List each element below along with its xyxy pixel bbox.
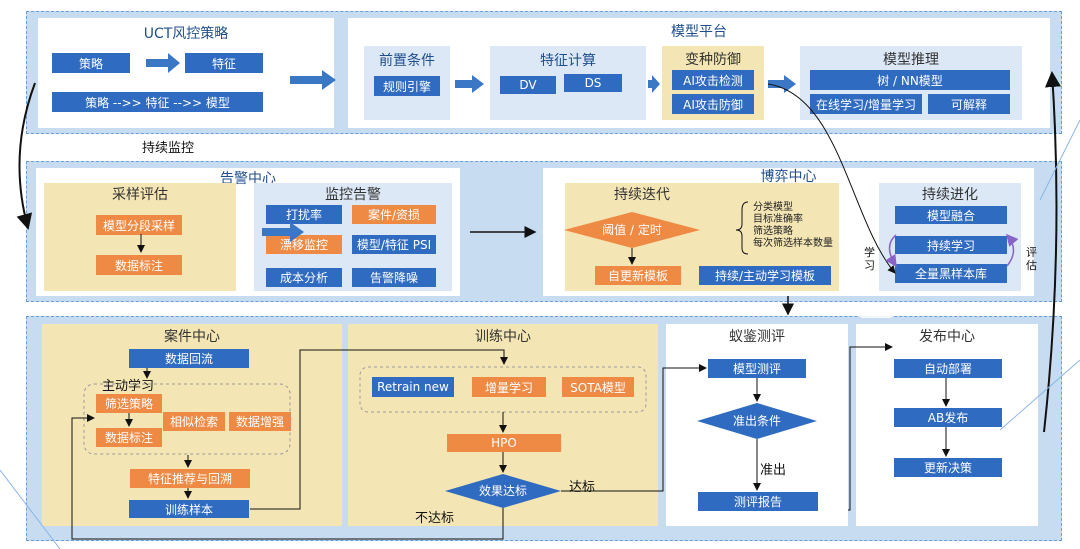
evolve-panel: 持续进化 模型融合 持续学习 全量黑样本库: [879, 183, 1021, 291]
denoise-box: 告警降噪: [352, 268, 436, 287]
report-box: 测评报告: [698, 492, 818, 511]
sampling-panel: 采样评估 模型分段采样 数据标注: [44, 183, 236, 291]
model-eval-box: 模型测评: [708, 359, 806, 378]
case-panel: 案件中心 数据回流 主动学习 筛选策略 相似检索 数据增强 数据标注 特征推荐与…: [42, 324, 342, 526]
precondition-panel: 前置条件 规则引擎: [364, 46, 450, 120]
ab-box: AB发布: [894, 408, 1002, 427]
similar-box: 相似检索: [163, 412, 225, 431]
inference-title: 模型推理: [883, 52, 939, 68]
sampling-title: 采样评估: [112, 187, 168, 203]
note-line: 每次筛选样本数量: [753, 238, 833, 249]
data-reflow-box: 数据回流: [129, 349, 249, 368]
note-line: 筛选策略: [753, 226, 793, 237]
eval-title: 蚁鉴测评: [729, 329, 785, 345]
active-learning-label: 主动学习: [102, 379, 155, 394]
dv-box: DV: [500, 76, 556, 94]
variant-defense-title: 变种防御: [685, 52, 741, 68]
drift-box: 漂移监控: [266, 235, 342, 254]
augment-box: 数据增强: [229, 412, 291, 431]
case-loss-box: 案件/资损: [352, 205, 436, 224]
feature-box: 特征: [185, 53, 263, 73]
segment-sampling-box: 模型分段采样: [96, 215, 182, 235]
strategy-box: 策略: [52, 53, 130, 73]
eval-panel: 蚁鉴测评 模型测评 准出 测评报告: [666, 324, 848, 526]
sota-box: SOTA模型: [562, 377, 634, 397]
tree-nn-box: 树 / NN模型: [810, 70, 1010, 90]
ai-detect-box: AI攻击检测: [672, 70, 754, 90]
uct-title: UCT风控策略: [143, 26, 229, 42]
monitor-alert-panel: 监控告警 打扰率 案件/资损 漂移监控 模型/特征 PSI 成本分析 告警降噪: [254, 183, 452, 291]
auto-template-box: 自更新模板: [595, 266, 681, 285]
continual-learning-box: 持续学习: [895, 236, 1007, 254]
explainable-box: 可解释: [928, 94, 1010, 114]
train-panel: 训练中心 Retrain new 增量学习 SOTA模型 HPO: [348, 324, 658, 526]
uct-panel: UCT风控策略 策略 特征 策略 -->> 特征 -->> 模型: [38, 18, 334, 128]
hpo-box: HPO: [447, 434, 561, 452]
iterate-panel: 持续迭代 分类模型 目标准确率 筛选策略 每次筛选样本数量 自更新模板 持续/主…: [565, 183, 839, 291]
rule-engine-box: 规则引擎: [374, 76, 440, 96]
deploy-box: 自动部署: [894, 359, 1002, 378]
release-panel: 发布中心 自动部署 AB发布 更新决策: [856, 324, 1038, 526]
train-title: 训练中心: [475, 329, 531, 345]
platform-title: 模型平台: [671, 24, 727, 40]
cost-box: 成本分析: [266, 268, 342, 287]
case-label-box: 数据标注: [96, 428, 162, 447]
psi-box: 模型/特征 PSI: [352, 235, 436, 254]
note-line: 目标准确率: [753, 214, 803, 225]
iterate-notes: 分类模型 目标准确率 筛选策略 每次筛选样本数量: [753, 202, 839, 250]
eval-side-label: 评估: [1026, 246, 1037, 272]
evolve-title: 持续进化: [922, 187, 978, 203]
exit-label: 准出: [760, 463, 787, 478]
train-sample-box: 训练样本: [129, 500, 249, 518]
retrain-box: Retrain new: [372, 377, 454, 397]
fail-label: 不达标: [415, 511, 455, 526]
precondition-title: 前置条件: [379, 53, 435, 69]
update-box: 更新决策: [894, 458, 1002, 477]
variant-defense-panel: 变种防御 AI攻击检测 AI攻击防御: [662, 46, 764, 120]
learn-template-box: 持续/主动学习模板: [699, 266, 831, 285]
fusion-box: 模型融合: [895, 206, 1007, 224]
inference-panel: 模型推理 树 / NN模型 在线学习/增量学习 可解释: [800, 46, 1022, 120]
release-title: 发布中心: [919, 329, 975, 345]
monitor-alert-title: 监控告警: [325, 187, 381, 203]
ds-box: DS: [564, 74, 622, 92]
incremental-box: 增量学习: [472, 377, 546, 397]
learn-label: 学习: [864, 246, 875, 272]
feature-calc-panel: 特征计算 DV DS: [490, 46, 646, 120]
iterate-title: 持续迭代: [614, 187, 670, 203]
ai-defense-box: AI攻击防御: [672, 94, 754, 114]
case-title: 案件中心: [164, 329, 220, 345]
filter-box: 筛选策略: [96, 394, 162, 413]
online-learning-box: 在线学习/增量学习: [810, 94, 922, 114]
uct-flow-box: 策略 -->> 特征 -->> 模型: [52, 92, 263, 112]
blacklist-box: 全量黑样本库: [895, 264, 1007, 283]
disturb-box: 打扰率: [266, 205, 342, 224]
data-label-box: 数据标注: [96, 255, 182, 275]
monitor-label: 持续监控: [142, 141, 195, 156]
feature-rec-box: 特征推荐与回溯: [130, 469, 250, 488]
pass-label: 达标: [569, 480, 596, 495]
note-line: 分类模型: [753, 202, 793, 213]
feature-calc-title: 特征计算: [540, 53, 596, 69]
